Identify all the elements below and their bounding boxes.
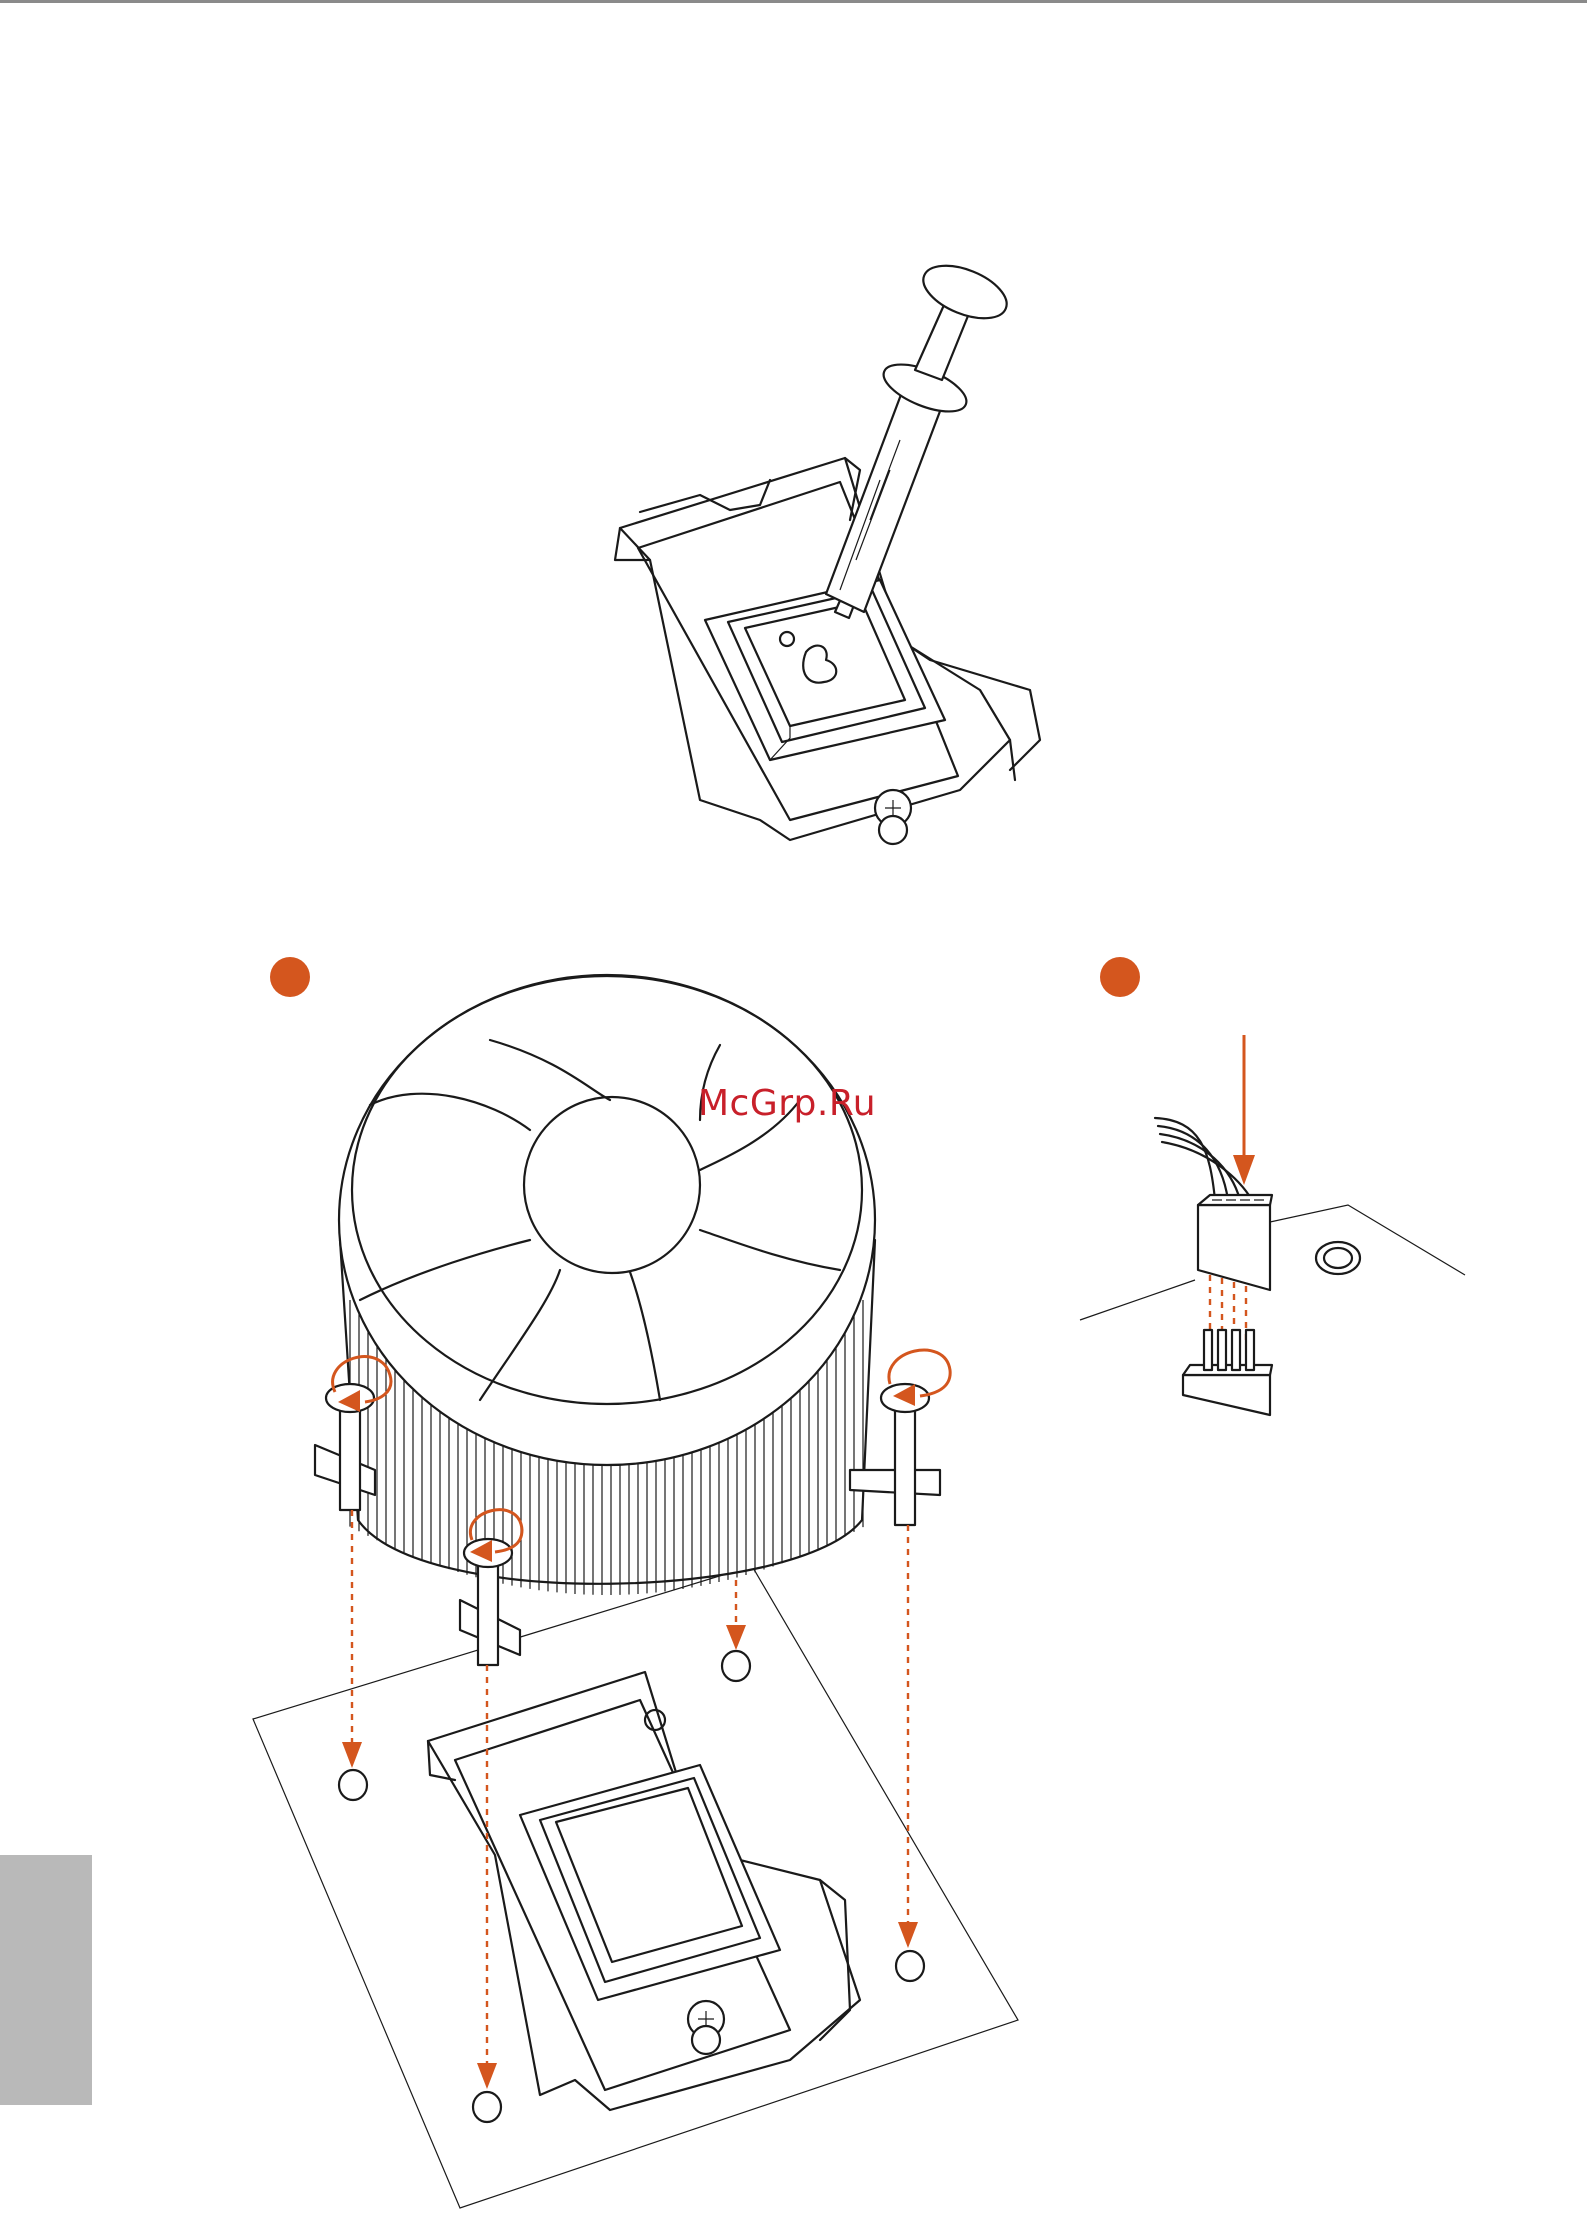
mounting-hole xyxy=(473,2092,501,2122)
cooler-install-figure xyxy=(253,975,1018,2208)
watermark-text: McGrp.Ru xyxy=(698,1083,876,1124)
thermal-paste-figure xyxy=(615,255,1040,844)
step-marker-b xyxy=(1100,957,1140,997)
fan-header-figure xyxy=(1080,1035,1465,1415)
step-marker-a xyxy=(270,957,310,997)
syringe-icon xyxy=(826,255,1014,618)
mounting-hole xyxy=(896,1951,924,1981)
mounting-hole xyxy=(339,1770,367,1800)
mounting-hole xyxy=(722,1651,750,1681)
